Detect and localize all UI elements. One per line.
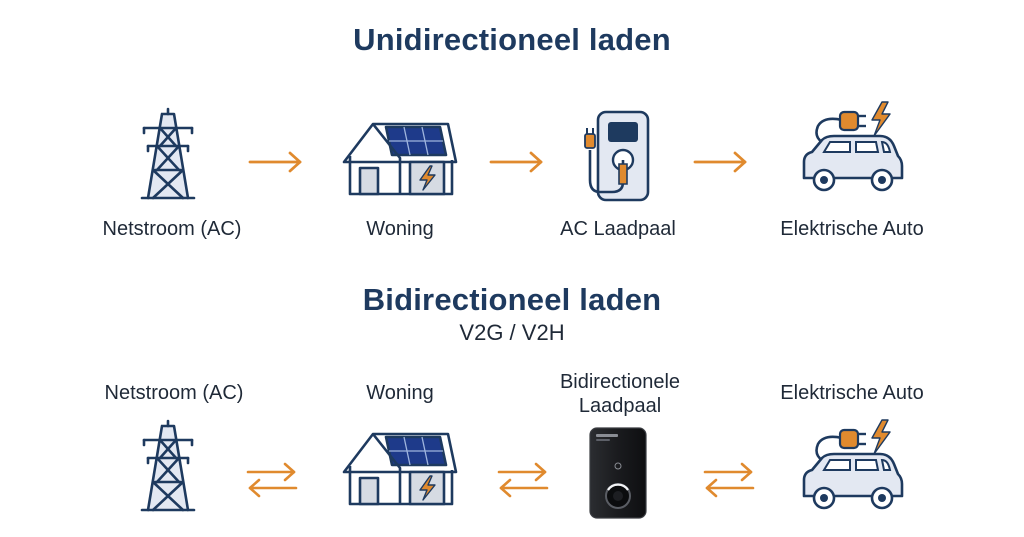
bidirectional-arrow-icon <box>703 462 755 498</box>
house-solar-icon <box>342 122 458 196</box>
ac-charger-icon <box>584 110 650 202</box>
pylon-icon <box>140 107 196 200</box>
label-home: Woning <box>366 218 434 240</box>
arrow-right-icon <box>489 151 543 173</box>
label-grid: Netstroom (AC) <box>102 218 242 240</box>
label-charger-line1: Bidirectionele <box>559 371 681 393</box>
label-home: Woning <box>366 382 434 404</box>
bidirectional-arrow-icon <box>246 462 298 498</box>
arrow-right-icon <box>693 151 747 173</box>
electric-car-icon <box>802 419 904 510</box>
section-title-bidirectional: Bidirectioneel laden <box>362 282 662 317</box>
label-car: Elektrische Auto <box>780 382 924 404</box>
label-charger: AC Laadpaal <box>560 218 676 240</box>
house-solar-icon <box>342 432 458 506</box>
pylon-icon <box>140 419 196 512</box>
bidirectional-arrow-icon <box>497 462 549 498</box>
label-car: Elektrische Auto <box>780 218 924 240</box>
label-grid: Netstroom (AC) <box>104 382 244 404</box>
electric-car-icon <box>802 101 904 192</box>
section-subtitle: V2G / V2H <box>459 320 565 345</box>
bidirectional-charger-icon <box>589 427 647 519</box>
section-title-unidirectional: Unidirectioneel laden <box>353 22 671 57</box>
arrow-right-icon <box>248 151 302 173</box>
label-charger-line2: Laadpaal <box>578 395 662 417</box>
